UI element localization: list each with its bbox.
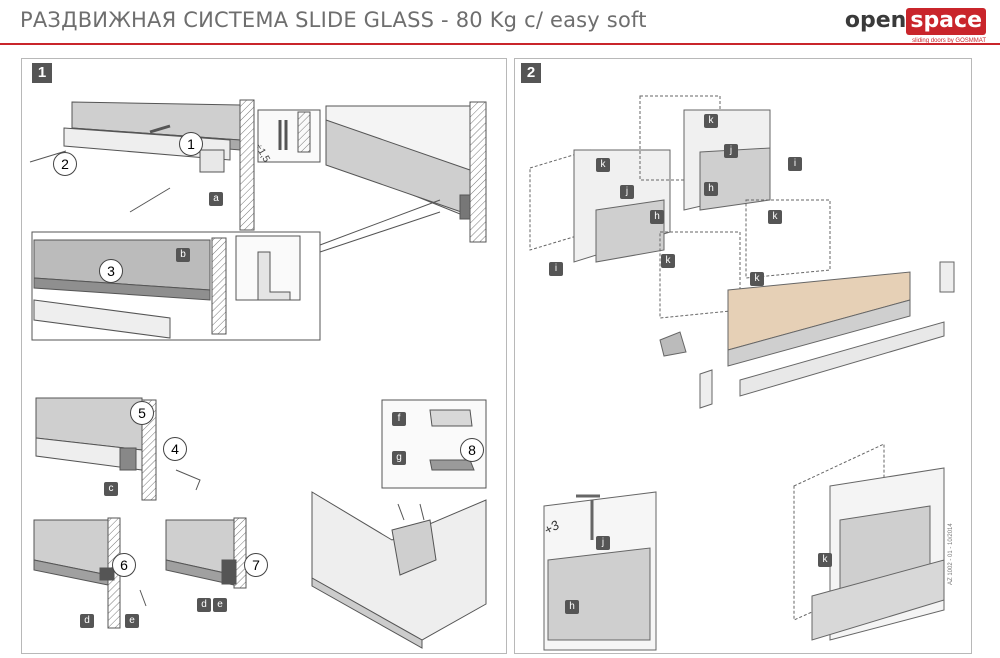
part-tag-k: k	[661, 254, 675, 268]
step-4-5-profile-drawing	[35, 397, 201, 501]
step-8-stopper-drawing	[311, 399, 487, 649]
step-badge-7: 7	[244, 553, 268, 577]
part-tag-j: j	[724, 144, 738, 158]
panel-2-hang-drawing	[793, 443, 945, 641]
step-3-profile-detail-drawing	[31, 199, 441, 341]
step-6-drawing	[33, 517, 147, 629]
part-tag-d: d	[80, 614, 94, 628]
step-7-drawing	[165, 517, 247, 589]
logo-word-open: open	[844, 8, 907, 33]
part-tag-h: h	[650, 210, 664, 224]
header-divider	[0, 43, 1000, 45]
step-badge-5: 5	[130, 401, 154, 425]
part-tag-g: g	[392, 451, 406, 465]
step-badge-6: 6	[112, 553, 136, 577]
step-badge-1: 1	[179, 132, 203, 156]
step-badge-8: 8	[460, 438, 484, 462]
panel-2-number: 2	[521, 63, 541, 83]
part-tag-f: f	[392, 412, 406, 426]
part-tag-i: i	[549, 262, 563, 276]
step-badge-3: 3	[99, 259, 123, 283]
part-tag-a: a	[209, 192, 223, 206]
page-title: РАЗДВИЖНАЯ СИСТЕМА SLIDE GLASS - 80 Kg c…	[20, 8, 647, 32]
part-tag-j: j	[596, 536, 610, 550]
part-tag-b: b	[176, 248, 190, 262]
part-tag-k: k	[768, 210, 782, 224]
part-tag-d: d	[197, 598, 211, 612]
part-tag-k: k	[818, 553, 832, 567]
part-tag-c: c	[104, 482, 118, 496]
panel-1-number: 1	[32, 63, 52, 83]
step-1-end-cap-drawing	[325, 101, 487, 243]
part-tag-e: e	[213, 598, 227, 612]
logo-word-space: space	[906, 8, 986, 35]
step-badge-2: 2	[53, 152, 77, 176]
part-tag-h: h	[704, 182, 718, 196]
document-code: AZ 1002 - 01 - 10/2014	[948, 523, 954, 585]
step-1-rail-mounting-drawing	[29, 99, 321, 231]
part-tag-h: h	[565, 600, 579, 614]
logo-tagline: sliding doors by GOSMMAT	[912, 38, 986, 44]
part-tag-k: k	[750, 272, 764, 286]
part-tag-k: k	[704, 114, 718, 128]
part-tag-j: j	[620, 185, 634, 199]
part-tag-k: k	[596, 158, 610, 172]
panel-2-adjust-drawing	[543, 491, 657, 651]
part-tag-e: e	[125, 614, 139, 628]
part-tag-i: i	[788, 157, 802, 171]
step-badge-4: 4	[163, 437, 187, 461]
panel-2-exploded-assembly-drawing	[529, 95, 955, 409]
